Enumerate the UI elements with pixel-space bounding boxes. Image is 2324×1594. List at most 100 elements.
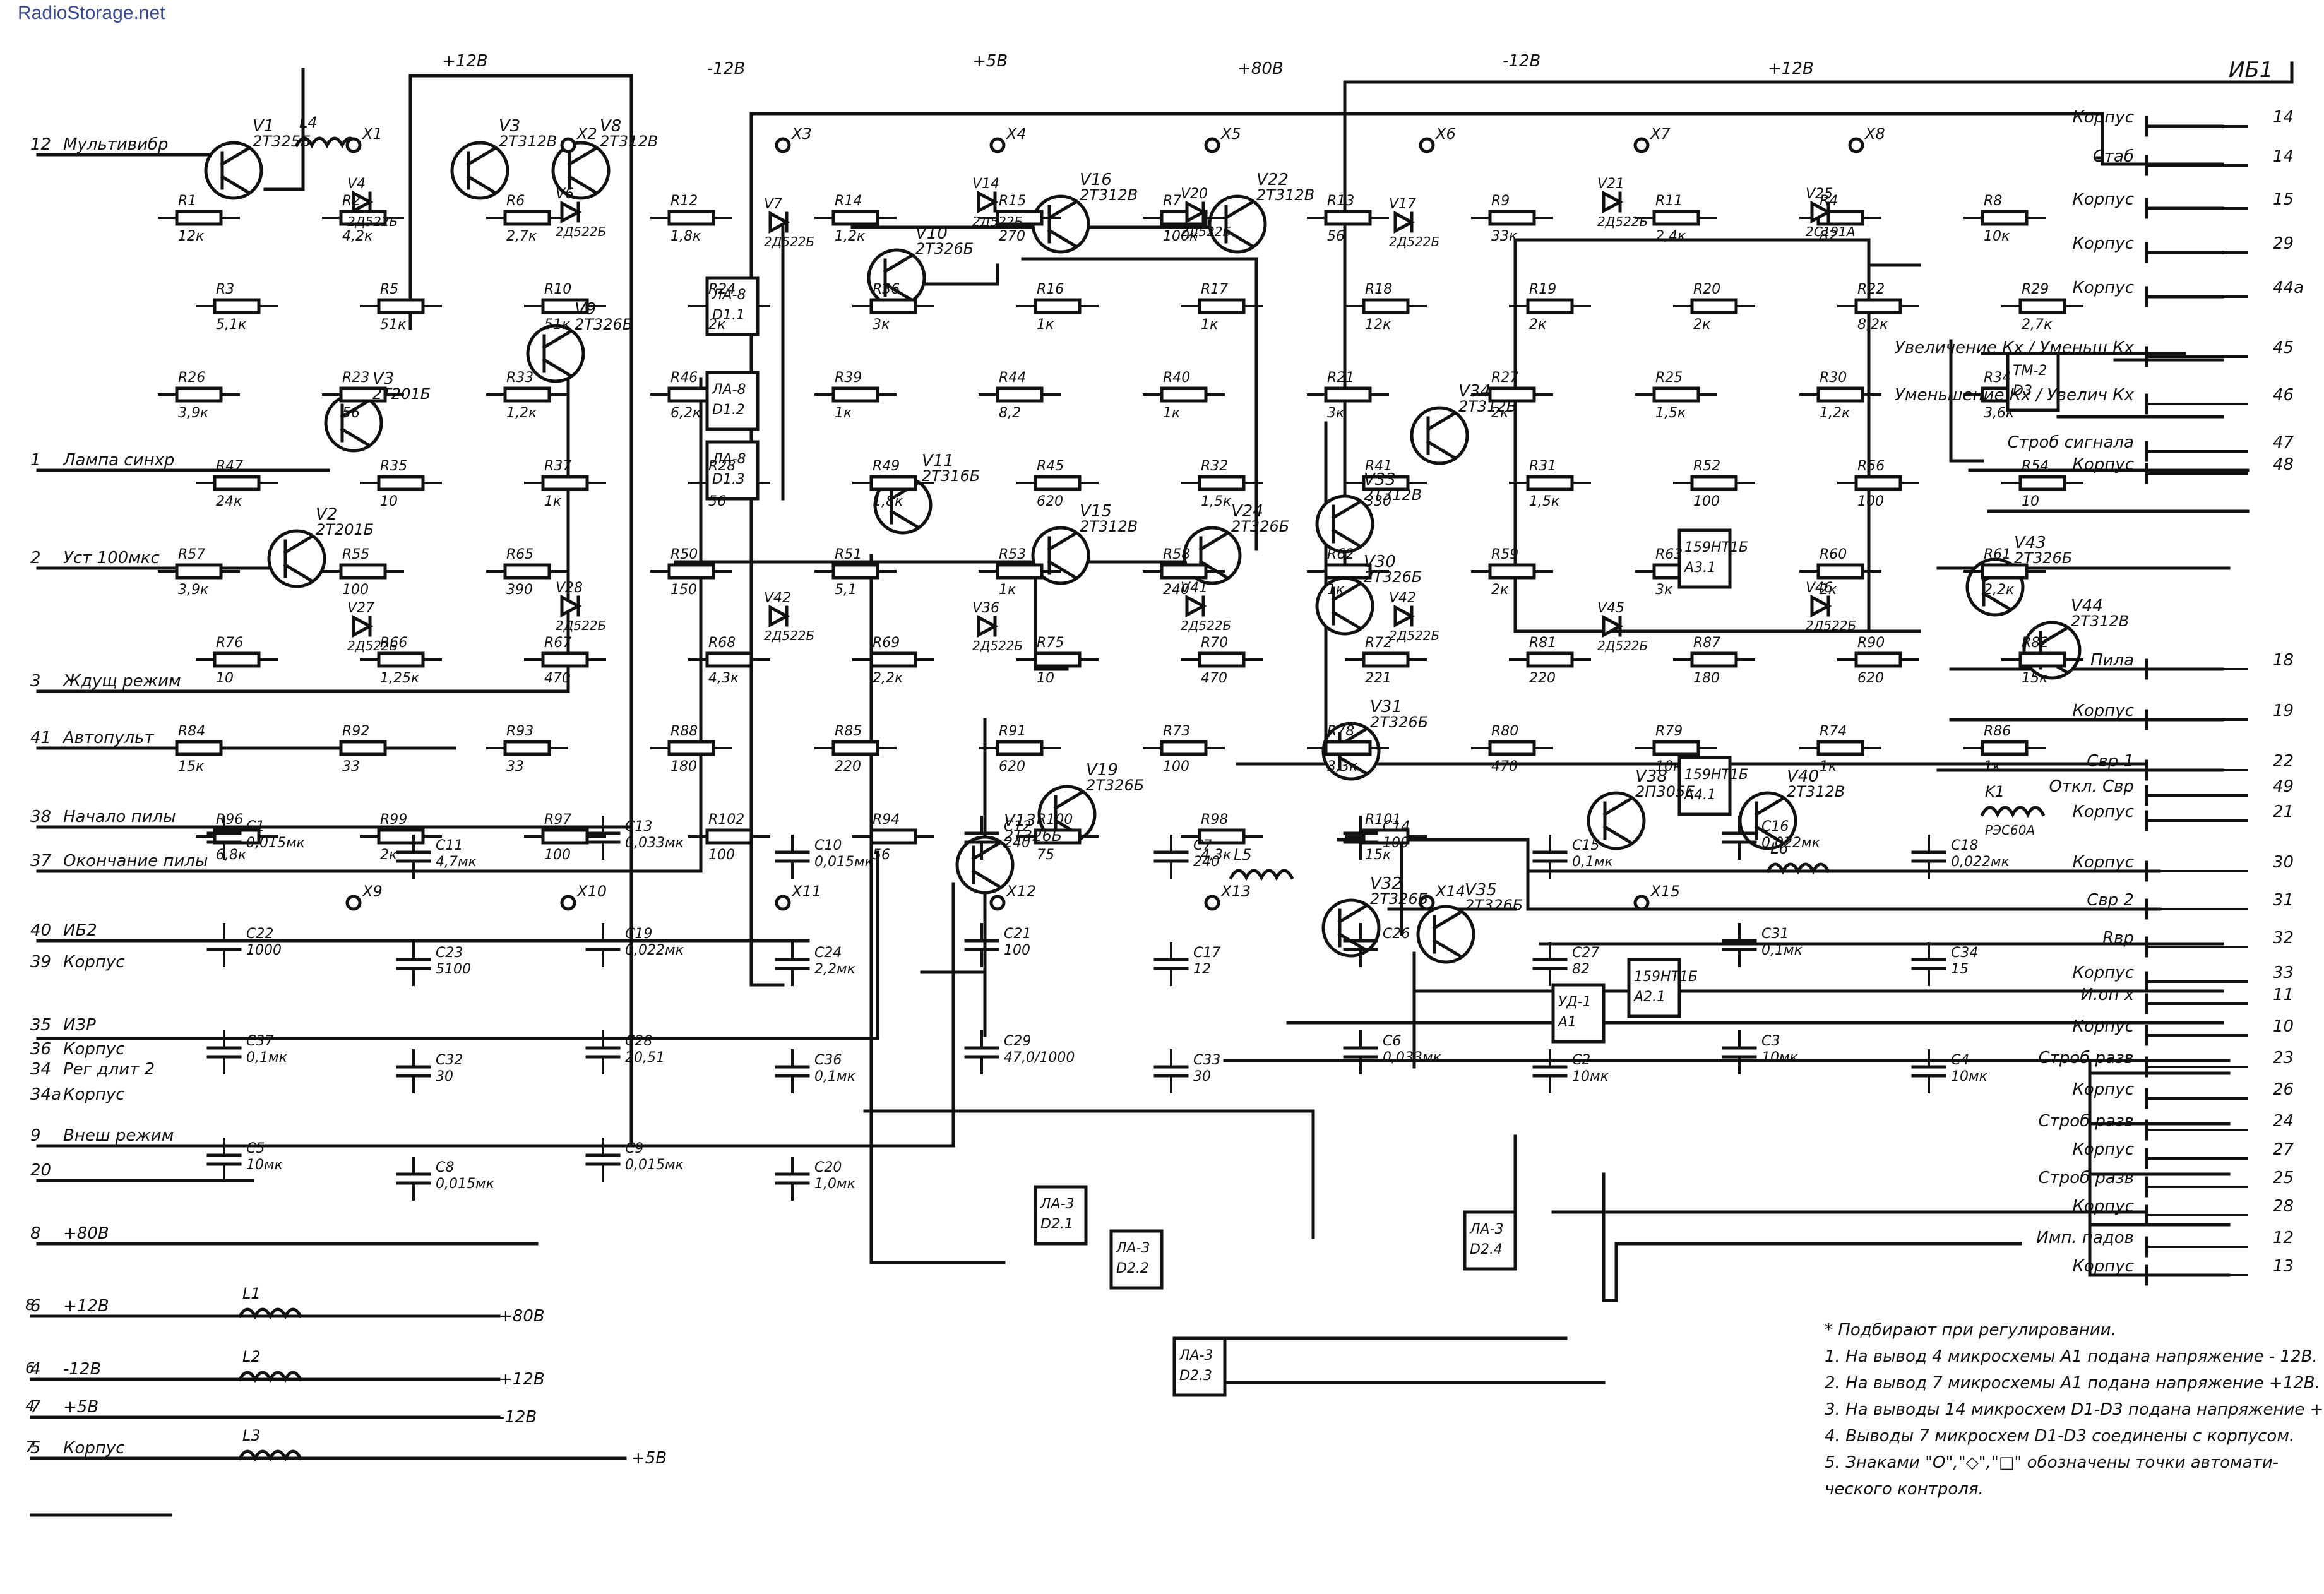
resistor-body [1816,386,1864,403]
resistor-ref: R81 [1529,635,1556,651]
resistor-body [1362,298,1410,314]
right-pin: 25 [2273,1169,2294,1187]
capacitor-value: 0,1мк [246,1050,288,1066]
test-point-label: X4 [1005,125,1027,143]
resistor-ref: R37 [544,458,571,474]
transistor-ref: V10 [915,224,948,243]
transistor-emitter [542,357,572,378]
transistor-body [1587,791,1646,850]
capacitor-ref: C6 [1383,1033,1401,1049]
transistor-ref: V35 [1465,881,1497,900]
resistor-body [503,740,551,756]
resistor-body [996,563,1044,580]
note-line: ческого контроля. [1825,1480,1984,1499]
test-point [1419,895,1435,911]
resistor-ref: R97 [544,812,571,828]
capacitor-value: 82 [1572,961,1590,977]
resistor-body [1854,298,1902,314]
transistor-type: 2Т312В [499,133,557,150]
resistor-body [667,740,715,756]
resistor-ref: R31 [1529,458,1556,474]
transistor-ref: V33 [1364,470,1396,489]
resistor-value: 6,2к [670,405,701,421]
resistor-ref: R1 [178,193,196,209]
resistor-value: 150 [670,582,697,598]
resistor-ref: R9 [1491,193,1510,209]
left-pin-name: +12В [63,1297,109,1316]
resistor-ref: R100 [1037,812,1073,828]
rail-label: +12В [1768,59,1814,78]
resistor-value: 1к [1037,317,1054,333]
resistor-ref: R55 [342,547,369,562]
transistor-collector [220,146,250,167]
ic-body [1677,528,1732,589]
test-point-label: X15 [1649,883,1680,900]
transistor-body [1410,406,1469,465]
left-pin: 40 [30,921,51,940]
left-pin-name: Ждущ режим [62,672,181,691]
transistor-ref: V3 [499,117,520,136]
resistor-body [213,651,261,668]
diode-body [1393,604,1415,628]
resistor-body [1324,386,1372,403]
resistor-value: 1,2к [506,405,537,421]
transistor-ref: V9 [575,300,596,319]
ic-body [705,276,760,336]
capacitor-ref: C3 [1761,1033,1780,1049]
test-point-label: X11 [790,883,821,900]
resistor-ref: R20 [1693,282,1720,297]
test-point [989,137,1006,153]
rail-label: -12В [707,59,745,78]
right-pin: 10 [2273,1017,2294,1036]
transistor-emitter [1047,559,1077,580]
resistor-ref: R2 [342,193,361,209]
resistor-value: 100к [1163,229,1198,244]
diode-body [1602,614,1624,638]
capacitor-ref: C4 [1951,1052,1969,1068]
resistor-ref: R84 [178,723,205,739]
right-pin-name: И.оп х [2081,985,2135,1004]
test-point [1848,137,1864,153]
resistor-ref: R7 [1163,193,1181,209]
rail-label: +12В [442,52,488,71]
resistor-body [339,740,387,756]
transistor-body [204,141,263,200]
resistor-ref: R22 [1857,282,1885,297]
resistor-ref: R60 [1820,547,1847,562]
transistor-type: 2Т326Б [2014,549,2072,567]
right-pin: 32 [2273,929,2294,948]
transistor-emitter [1432,938,1462,958]
resistor-body [1362,651,1410,668]
right-pin: 27 [2273,1140,2294,1159]
transistor-ref: V13 [1004,811,1036,830]
transistor-collector [1331,500,1361,520]
resistor-value: 10к [1655,759,1682,775]
ic-type: 159НТ1Б [1634,969,1698,985]
ic-type: ЛА-3 [1179,1348,1213,1364]
right-pin: 18 [2273,651,2294,670]
left-pin: 5 [30,1439,41,1458]
capacitor-value: 0,015мк [436,1176,495,1192]
resistor-value: 3,9к [178,405,209,421]
right-pin: 29 [2273,234,2294,253]
diode-type: 2Д522Б [1597,638,1648,653]
transistor-type: 2Т312В [1787,783,1845,800]
transistor-type: 2П305Е [1635,783,1695,800]
resistor-ref: R29 [2022,282,2049,297]
diode-ref: V41 [1181,580,1208,596]
capacitor-ref: C14 [1383,819,1410,835]
resistor-body [175,210,223,226]
resistor-ref: R98 [1201,812,1228,828]
resistor-ref: R78 [1327,723,1354,739]
resistor-ref: R72 [1365,635,1392,651]
ic-body [2006,352,2060,412]
resistor-body [1198,651,1246,668]
left-pin: 34а [30,1085,61,1104]
right-pin-name: Увеличение Кх / Уменьш Кх [1895,338,2135,357]
resistor-value: 390 [506,582,533,598]
right-pin: 26 [2273,1080,2294,1099]
resistor-value: 3,6к [1984,405,2015,421]
transistor-ref: V24 [1231,502,1263,521]
resistor-ref: R32 [1201,458,1228,474]
